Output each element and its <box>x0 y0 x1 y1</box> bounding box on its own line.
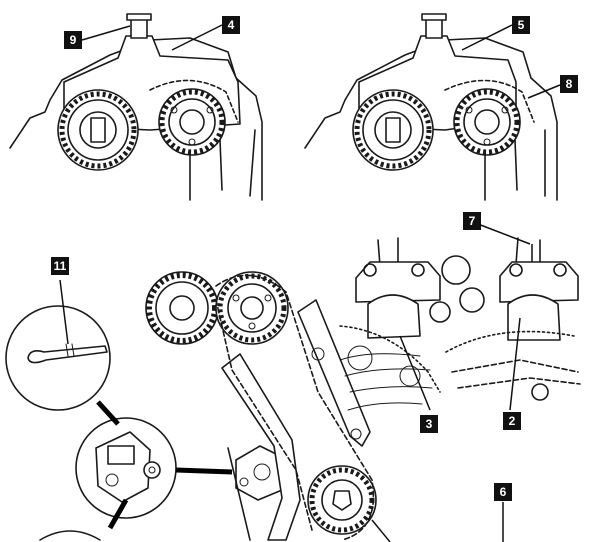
exhaust-sprocket-lower <box>215 271 289 345</box>
intake-sprocket-lower <box>145 271 219 345</box>
callout-8: 8 <box>560 75 578 93</box>
panel-bottom-left: 11 <box>5 257 391 542</box>
camshaft-gear-right <box>445 330 575 353</box>
camshaft-cap-left <box>355 261 441 339</box>
chain-guide-left <box>221 353 301 541</box>
svg-text:5: 5 <box>518 18 525 32</box>
camshaft-cap-right <box>499 261 579 341</box>
chain-guide-right <box>297 299 371 447</box>
callout-6: 6 <box>494 483 512 501</box>
camshaft-gear-left <box>339 325 441 393</box>
callout-9: 9 <box>64 31 82 49</box>
svg-text:8: 8 <box>566 77 573 91</box>
callout-11: 11 <box>51 257 69 275</box>
locking-pin-icon <box>27 345 108 364</box>
callout-4: 4 <box>222 16 240 34</box>
svg-text:4: 4 <box>228 18 235 32</box>
panel-top-left: 9 4 <box>9 13 263 201</box>
intake-sprocket-right <box>353 90 433 170</box>
timing-chain <box>215 274 375 541</box>
svg-text:6: 6 <box>500 485 507 499</box>
svg-text:11: 11 <box>54 259 67 273</box>
callout-7: 7 <box>463 212 481 230</box>
svg-text:7: 7 <box>469 214 476 228</box>
callout-5: 5 <box>512 16 530 34</box>
svg-text:2: 2 <box>509 414 516 428</box>
svg-text:3: 3 <box>426 417 433 431</box>
detail-circle-pin <box>5 305 111 411</box>
exhaust-sprocket-right <box>454 89 520 155</box>
callout-3: 3 <box>420 415 438 433</box>
callout-2: 2 <box>503 412 521 430</box>
detail-circle-tensioner <box>75 417 177 519</box>
exhaust-sprocket-left <box>159 89 225 155</box>
intake-sprocket-left <box>58 90 138 170</box>
panel-bottom-right: 7 3 2 6 <box>339 212 581 542</box>
panel-top-right: 5 8 <box>304 13 578 201</box>
svg-text:9: 9 <box>70 33 77 47</box>
crankshaft-sprocket <box>307 465 377 535</box>
